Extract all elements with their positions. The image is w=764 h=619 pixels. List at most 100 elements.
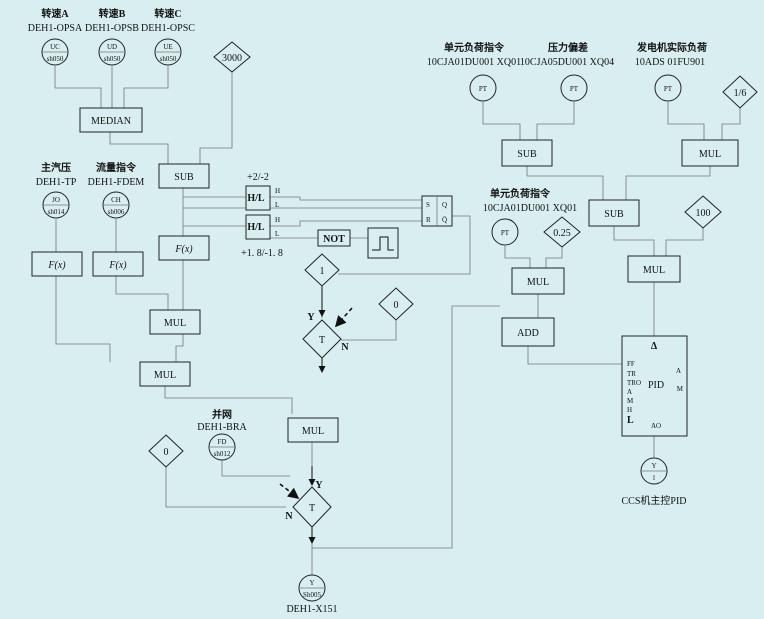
input-tag: 10CJA01DU001 XQ01 <box>427 57 521 68</box>
svg-text:sh012: sh012 <box>214 450 231 458</box>
constant-100: 100 <box>684 195 722 229</box>
add-block: ADD <box>501 317 555 347</box>
svg-text:L: L <box>275 201 279 209</box>
input-title: 单元负荷指令 <box>444 41 505 54</box>
flipflop-block: S R Q Q̄ <box>421 195 453 227</box>
input-title: 转速C <box>154 7 181 20</box>
svg-text:Y: Y <box>315 480 323 491</box>
constant-1-6: 1/6 <box>722 75 758 109</box>
svg-text:MUL: MUL <box>643 265 665 276</box>
input-title: 单元负荷指令 <box>490 187 551 200</box>
input-tag: DEH1-BRA <box>197 422 247 433</box>
svg-text:MUL: MUL <box>302 426 324 437</box>
hl-block-upper: H/L H L <box>245 185 280 211</box>
svg-text:NOT: NOT <box>323 234 345 245</box>
input-tag: 10CJA05DU001 XQ04 <box>520 57 614 68</box>
input-tag: DEH1-FDEM <box>88 177 145 188</box>
svg-text:1: 1 <box>320 266 325 277</box>
svg-text:TRO: TRO <box>627 379 641 387</box>
svg-text:MUL: MUL <box>527 277 549 288</box>
input-tag: DEH1-OPSB <box>85 23 139 34</box>
svg-text:PT: PT <box>501 229 510 237</box>
input-pressure-dev: 压力偏差 10CJA05DU001 XQ04 PT <box>520 41 614 102</box>
sub-block-right: SUB <box>588 199 640 227</box>
svg-text:A: A <box>676 367 681 375</box>
svg-text:Q: Q <box>442 201 447 209</box>
transfer-block-top: T Y N <box>302 312 349 359</box>
input-sheet: sh050 <box>104 55 121 63</box>
svg-text:0: 0 <box>164 447 169 458</box>
input-flow-cmd: 流量指令 DEH1-FDEM CH sh006 <box>88 161 145 219</box>
transfer-block-bottom: T Y N <box>285 480 332 528</box>
input-title: 发电机实际负荷 <box>636 41 707 54</box>
svg-text:H: H <box>627 406 632 414</box>
input-tag: DEH1-OPSC <box>141 23 195 34</box>
input-grid: 并网 DEH1-BRA FD sh012 <box>197 408 247 461</box>
sub-block-speed: SUB <box>158 163 210 189</box>
pid-caption: CCS机主控PID <box>621 494 686 507</box>
constant-3000: 3000 <box>213 41 251 73</box>
svg-text:SUB: SUB <box>517 149 537 160</box>
svg-text:0.25: 0.25 <box>553 228 571 239</box>
input-title: 流量指令 <box>96 161 137 174</box>
output-x151: Y Sh005 DEH1-X151 <box>286 574 338 615</box>
svg-text:H/L: H/L <box>247 222 265 233</box>
svg-text:H: H <box>275 216 280 224</box>
svg-text:F(x): F(x) <box>174 244 193 255</box>
svg-text:AO: AO <box>651 422 661 430</box>
input-title: 转速B <box>99 7 126 20</box>
fx-block-2: F(x) <box>92 251 144 277</box>
svg-text:1/6: 1/6 <box>734 88 747 99</box>
svg-text:Q̄: Q̄ <box>442 216 447 224</box>
svg-text:R: R <box>426 216 431 224</box>
mul-block-a: MUL <box>149 309 201 335</box>
input-tag: 10CJA01DU001 XQ01 <box>483 203 577 214</box>
input-unit-load-cmd-2: 单元负荷指令 10CJA01DU001 XQ01 PT <box>483 187 577 246</box>
input-title: 并网 <box>212 408 232 421</box>
constant-0-top: 0 <box>378 287 414 321</box>
input-title: 转速A <box>41 7 69 20</box>
svg-text:sh006: sh006 <box>108 208 125 216</box>
input-code: UD <box>107 43 117 51</box>
svg-text:Sh005: Sh005 <box>303 591 321 599</box>
svg-text:L: L <box>275 230 279 238</box>
pid-output: Y l CCS机主控PID <box>621 457 687 507</box>
svg-text:Y: Y <box>309 579 314 587</box>
svg-text:SUB: SUB <box>174 172 194 183</box>
input-tag: DEH1-OPSA <box>28 23 83 34</box>
input-gen-load: 发电机实际负荷 10ADS 01FU901 PT <box>635 41 707 102</box>
constant-0-25: 0.25 <box>543 216 581 248</box>
svg-text:PT: PT <box>570 85 579 93</box>
input-sheet: sh050 <box>160 55 177 63</box>
svg-text:ADD: ADD <box>517 328 539 339</box>
svg-text:TR: TR <box>627 370 636 378</box>
svg-text:JO: JO <box>52 196 60 204</box>
svg-text:CH: CH <box>111 196 121 204</box>
svg-text:MUL: MUL <box>699 149 721 160</box>
mul-block-gen: MUL <box>681 139 739 167</box>
pid-block: Δ FF TR TRO A M H L PID A M AO <box>621 335 688 437</box>
svg-text:l: l <box>653 474 655 482</box>
input-code: UE <box>163 43 172 51</box>
svg-text:Y: Y <box>651 462 656 470</box>
output-tag: DEH1-X151 <box>286 604 337 615</box>
pulse-block <box>367 227 399 259</box>
svg-text:0: 0 <box>394 300 399 311</box>
svg-text:S: S <box>426 201 430 209</box>
hl-block-lower: H/L H L <box>245 214 280 240</box>
input-tag: DEH1-TP <box>36 177 77 188</box>
input-speed-b: 转速B DEH1-OPSB UD sh050 <box>85 7 139 66</box>
svg-text:SUB: SUB <box>604 209 624 220</box>
svg-text:F(x): F(x) <box>108 260 127 271</box>
wires <box>54 66 741 575</box>
svg-text:FF: FF <box>627 360 635 368</box>
svg-text:L: L <box>627 415 634 426</box>
input-title: 压力偏差 <box>548 41 588 54</box>
svg-text:T: T <box>319 335 325 346</box>
svg-text:MUL: MUL <box>164 318 186 329</box>
svg-text:FD: FD <box>218 438 227 446</box>
svg-text:100: 100 <box>696 208 711 219</box>
svg-text:sh014: sh014 <box>48 208 65 216</box>
svg-text:MEDIAN: MEDIAN <box>91 116 131 127</box>
